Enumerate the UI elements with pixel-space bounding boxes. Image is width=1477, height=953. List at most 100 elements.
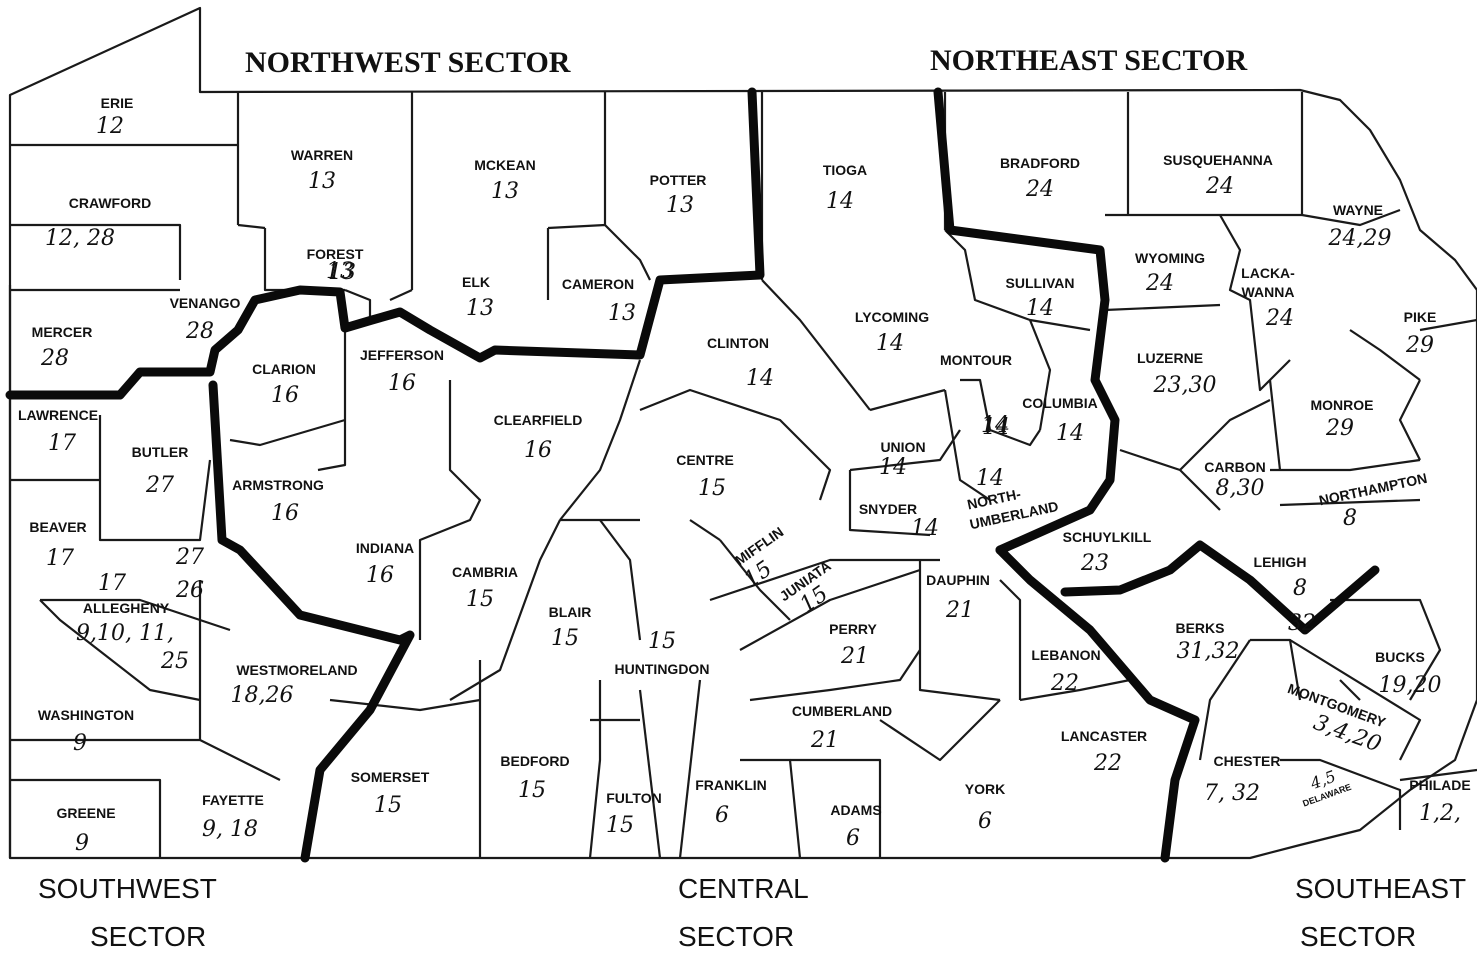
county-name-westmoreland: WESTMORELAND [236,662,357,678]
county-name-warren: WARREN [291,147,353,163]
county-name-cameron: CAMERON [562,276,634,292]
county-name-crawford: CRAWFORD [69,195,151,211]
county-name-tioga: TIOGA [823,162,867,178]
county-districts-snyder: 14 [911,516,939,541]
county-districts-tioga: 14 [826,189,854,214]
county-districts-centre: 15 [698,476,726,501]
county-name-philade: PHILADE [1409,777,1470,793]
sector-boundary-south-central [208,380,415,863]
county-boundaries [8,92,1477,859]
county-districts-wanna: 24 [1265,306,1294,331]
county-name-wayne: WAYNE [1333,202,1383,218]
county-districts-wayne: 24,29 [1328,226,1392,251]
central-sector-label-line1: CENTRAL [678,873,809,904]
county-districts-lehigh: 8 [1293,576,1307,601]
county-name-fayette: FAYETTE [202,792,264,808]
stray-district-number: 32 [1288,611,1316,636]
sector-boundary-northeast [933,87,1120,555]
county-districts-berks: 31,32 [1177,639,1240,664]
county-districts-jefferson: 16 [388,371,416,396]
county-name-columbia: COLUMBIA [1022,395,1097,411]
county-name-centre: CENTRE [676,452,734,468]
county-districts-luzerne: 23,30 [1153,373,1217,398]
county-districts-crawford: 12, 28 [45,226,115,251]
county-districts-lycoming: 14 [876,331,904,356]
county-name-blair: BLAIR [549,604,592,620]
county-name-dauphin: DAUPHIN [926,572,990,588]
northwest-sector-title: NORTHWEST SECTOR [245,46,571,79]
county-districts-wyoming: 24 [1145,271,1174,296]
county-districts-union: 14 [879,455,907,480]
northeast-sector-title: NORTHEAST SECTOR [930,44,1247,77]
county-districts-lawrence: 17 [48,431,76,456]
county-districts-susquehanna: 24 [1205,174,1234,199]
county-districts-philade: 1,2, [1419,801,1461,826]
sector-boundary-southeast [995,545,1200,863]
stray-district-number: 14 [981,413,1009,438]
county-name-venango: VENANGO [170,295,241,311]
county-districts-columbia: 14 [1056,421,1084,446]
county-districts-carbon: 8,30 [1216,476,1265,501]
county-districts-county: 25 [160,649,189,674]
county-name-butler: BUTLER [132,444,189,460]
county-name-lehigh: LEHIGH [1254,554,1307,570]
county-name-bucks: BUCKS [1375,649,1425,665]
stray-district-number: 17 [98,571,126,596]
stray-district-numbers: 27 26 17 13 14 32 [98,260,1316,636]
county-districts-fayette: 9, 18 [202,817,258,842]
county-districts-sullivan: 14 [1026,296,1054,321]
county-name-elk: ELK [462,274,490,290]
county-name-clearfield: CLEARFIELD [494,412,583,428]
county-districts-venango: 28 [185,319,214,344]
county-name-armstrong: ARMSTRONG [232,477,324,493]
county-name-snyder: SNYDER [859,501,917,517]
county-districts-fulton: 15 [606,813,634,838]
county-districts-indiana: 16 [366,563,394,588]
county-name-mckean: MCKEAN [474,157,535,173]
county-name-forest: FOREST [307,246,364,262]
county-districts-armstrong: 16 [271,501,299,526]
county-districts-perry: 21 [840,644,869,669]
county-name-clinton: CLINTON [707,335,769,351]
county-districts-somerset: 15 [374,793,402,818]
county-name-clarion: CLARION [252,361,316,377]
county-name-allegheny: ALLEGHENY [83,600,170,616]
southeast-sector-label-line1: SOUTHEAST [1295,873,1466,904]
county-name-carbon: CARBON [1204,459,1265,475]
southeast-sector-label-line2: SECTOR [1300,921,1416,952]
county-name-luzerne: LUZERNE [1137,350,1203,366]
county-name-schuylkill: SCHUYLKILL [1063,529,1152,545]
county-name-mercer: MERCER [32,324,93,340]
county-name-cambria: CAMBRIA [452,564,518,580]
county-districts-clinton: 14 [746,366,774,391]
county-name-fulton: FULTON [606,790,661,806]
county-districts-potter: 13 [666,193,694,218]
county-districts-mercer: 28 [40,346,69,371]
county-name-beaver: BEAVER [29,519,86,535]
county-districts-schuylkill: 23 [1080,551,1109,576]
county-districts-north: 14 [976,466,1004,491]
county-districts-warren: 13 [308,169,336,194]
county-districts-forest: 13 [326,259,354,284]
county-districts-dauphin: 21 [945,598,974,623]
southwest-sector-label-line2: SECTOR [90,921,206,952]
county-districts-franklin: 6 [715,803,729,828]
county-name-union: UNION [880,439,925,455]
county-name-bradford: BRADFORD [1000,155,1080,171]
central-sector-label-line2: SECTOR [678,921,794,952]
county-name-greene: GREENE [56,805,115,821]
county-name-potter: POTTER [650,172,707,188]
county-districts-butler: 27 [145,473,174,498]
county-name-berks: BERKS [1175,620,1224,636]
county-districts-cameron: 13 [608,301,636,326]
county-districts-lancaster: 22 [1093,751,1122,776]
county-name-washington: WASHINGTON [38,707,134,723]
southwest-sector-label-line1: SOUTHWEST [38,873,217,904]
county-name-wyoming: WYOMING [1135,250,1205,266]
county-districts-clarion: 16 [271,383,299,408]
stray-district-number: 26 [175,578,204,603]
county-name-jefferson: JEFFERSON [360,347,444,363]
county-name-pike: PIKE [1404,309,1437,325]
county-districts-beaver: 17 [46,546,74,571]
county-name-lancaster: LANCASTER [1061,728,1147,744]
